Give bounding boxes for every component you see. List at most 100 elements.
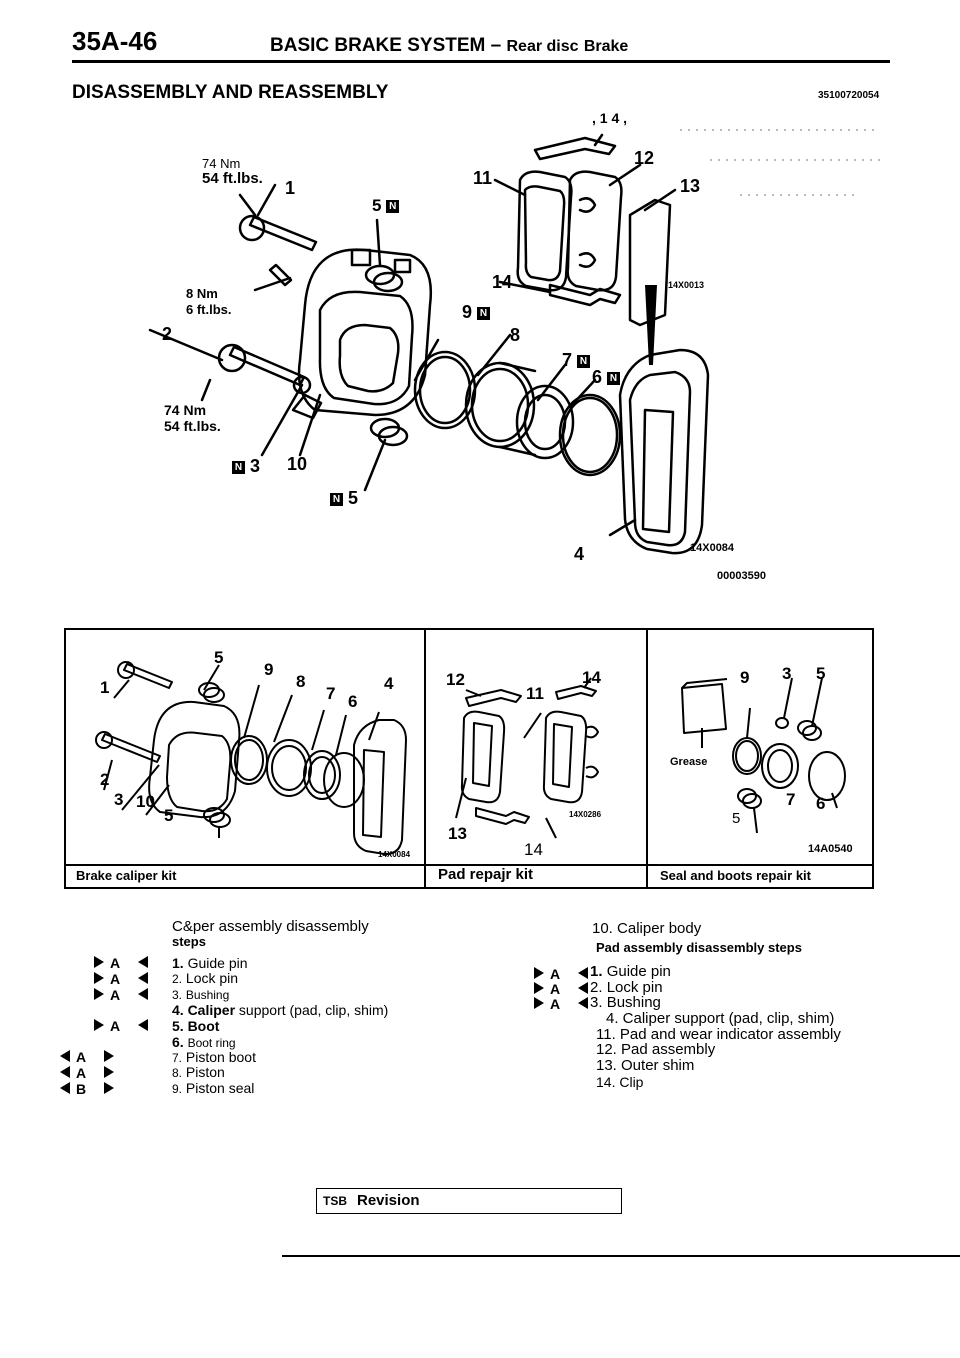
kit3-num-5: 5 — [816, 664, 826, 683]
left-step-num: 9. — [172, 1082, 183, 1096]
tsb-revision-label: Revision — [357, 1192, 420, 1209]
kit3-num-5b: 5 — [732, 810, 741, 827]
left-step: 7. Piston boot — [172, 1049, 256, 1066]
ref-mark-A: A — [92, 970, 150, 986]
section-heading: DISASSEMBLY AND REASSEMBLY — [72, 82, 389, 103]
brake-word: Brake — [583, 38, 629, 55]
new-part-mark-icon: N — [577, 354, 591, 368]
brake-caliper-kit-drawing — [95, 661, 407, 856]
ref-mark-A: A — [58, 1064, 116, 1080]
kit3-code: 14A0540 — [808, 843, 853, 855]
right-step-num: 1. — [590, 963, 603, 980]
kit1-num-1: 1 — [100, 678, 110, 697]
ref-mark-letter: A — [550, 966, 560, 981]
ref-mark-A: A — [92, 954, 150, 970]
right-step-text: 13. Outer shim — [596, 1057, 695, 1074]
code-00003590: 00003590 — [717, 570, 766, 582]
right-step-text: 14. Clip — [596, 1074, 644, 1090]
section-name: BASIC BRAKE SYSTEM — [270, 35, 486, 56]
left-step-num: 4. Caliper — [172, 1002, 236, 1018]
ref-mark-A: A — [532, 995, 590, 1011]
torque-c-nm: 74 Nm — [164, 402, 207, 418]
right-step: 11. Pad and wear indicator assembly — [596, 1027, 841, 1043]
right-step: 1. Guide pin — [590, 964, 671, 980]
right-step: 12. Pad assembly — [596, 1042, 715, 1058]
left-step-num: 8. — [172, 1066, 183, 1080]
pad-repair-kit-drawing — [455, 677, 599, 839]
ref-mark-A: A — [532, 965, 590, 981]
right-step-text: 4. Caliper support (pad, clip, shim) — [606, 1010, 835, 1027]
ref-mark-letter: A — [110, 971, 120, 986]
right-step: 14. Clip — [596, 1074, 643, 1090]
ref-mark-A: A — [532, 980, 590, 996]
left-step-text: Lock pin — [185, 970, 239, 986]
callout-8: 8 — [510, 325, 521, 345]
torque-a-ftlbs: 54 ft.lbs. — [202, 170, 263, 187]
callout-7: 7 N — [562, 350, 591, 371]
left-step-text: Piston seal — [185, 1080, 255, 1096]
callout-5-top: 5 N — [372, 196, 400, 216]
ref-mark-letter: A — [110, 1018, 120, 1033]
new-part-mark-icon: N — [607, 371, 621, 385]
left-step-text: support (pad, clip, shim) — [238, 1002, 389, 1018]
footer-rule — [282, 1255, 960, 1257]
page-number: 35A-46 — [72, 26, 158, 56]
seal-boots-kit-drawing — [681, 677, 846, 834]
kit1-num-10: 10 — [136, 792, 155, 811]
left-step-num: 2. — [172, 972, 183, 986]
left-step: 3. Bushing — [172, 986, 229, 1003]
left-step-text: Bushing — [185, 988, 230, 1002]
right-step-text: Guide pin — [606, 963, 671, 980]
kit2-num-13: 13 — [448, 824, 467, 843]
left-step-num: 5. Boot — [172, 1018, 220, 1034]
callout-5-bottom-num: 5 — [348, 488, 359, 508]
torque-c-ftlbs: 54 ft.lbs. — [164, 418, 221, 434]
kit1-num-5b: 5 — [164, 806, 174, 825]
left-step-text: Piston boot — [185, 1049, 256, 1065]
new-part-mark-icon: N — [477, 306, 491, 320]
kit1-code: 14X0084 — [378, 850, 411, 859]
kit3-num-9: 9 — [740, 668, 750, 687]
left-step-num: 7. — [172, 1051, 183, 1065]
callout-11: 11 — [473, 168, 493, 188]
callout-4: 4 — [574, 544, 585, 564]
left-step: 8. Piston — [172, 1064, 225, 1081]
left-step: 9. Piston seal — [172, 1080, 254, 1097]
kit2-num-12: 12 — [446, 670, 465, 689]
code-14x0013: 14X0013 — [668, 280, 705, 290]
left-step: 2. Lock pin — [172, 970, 238, 987]
kit1-num-4: 4 — [384, 674, 394, 693]
new-part-mark-icon: N — [386, 200, 400, 214]
right-step-text: 11. Pad and wear indicator assembly — [596, 1026, 841, 1043]
right-step-text: 12. Pad assembly — [596, 1041, 716, 1058]
kit1-num-3: 3 — [114, 790, 124, 809]
section-title: BASIC BRAKE SYSTEM – Rear disc Brake — [270, 35, 628, 57]
new-part-mark-icon: N — [330, 492, 343, 506]
kit1-num-7: 7 — [326, 684, 336, 703]
callout-3-num: 3 — [250, 456, 261, 476]
kit1-num-6: 6 — [348, 692, 358, 711]
right-step-num: 3. — [590, 994, 603, 1011]
right-step-text: Lock pin — [606, 979, 663, 996]
ref-mark-B: B — [58, 1080, 116, 1096]
ref-mark-letter: A — [550, 996, 560, 1011]
left-steps-subtitle: steps — [172, 934, 206, 949]
kit2-num-11: 11 — [526, 684, 544, 703]
left-step-num: 1. — [172, 955, 184, 971]
right-steps-top-item: 10. Caliper body — [592, 920, 702, 937]
doc-code: 35100720054 — [818, 90, 880, 101]
right-step: 4. Caliper support (pad, clip, shim) — [606, 1011, 834, 1027]
ref-mark-letter: B — [76, 1081, 86, 1096]
left-step: 6. Boot ring — [172, 1034, 236, 1051]
exploded-view-drawing — [148, 129, 880, 555]
callout-3: N 3 — [232, 456, 260, 477]
right-step-text: Bushing — [606, 994, 661, 1011]
ref-mark-A: A — [92, 986, 150, 1002]
ref-mark-letter: A — [110, 987, 120, 1002]
right-step-num: 2. — [590, 979, 603, 996]
left-steps-title: C&per assembly disassembly — [172, 918, 369, 935]
right-step: 2. Lock pin — [590, 980, 663, 996]
left-step: 5. Boot — [172, 1018, 219, 1034]
label-pad-repair-kit: Pad repajr kit — [438, 866, 534, 883]
callout-5-top-num: 5 — [372, 196, 382, 215]
